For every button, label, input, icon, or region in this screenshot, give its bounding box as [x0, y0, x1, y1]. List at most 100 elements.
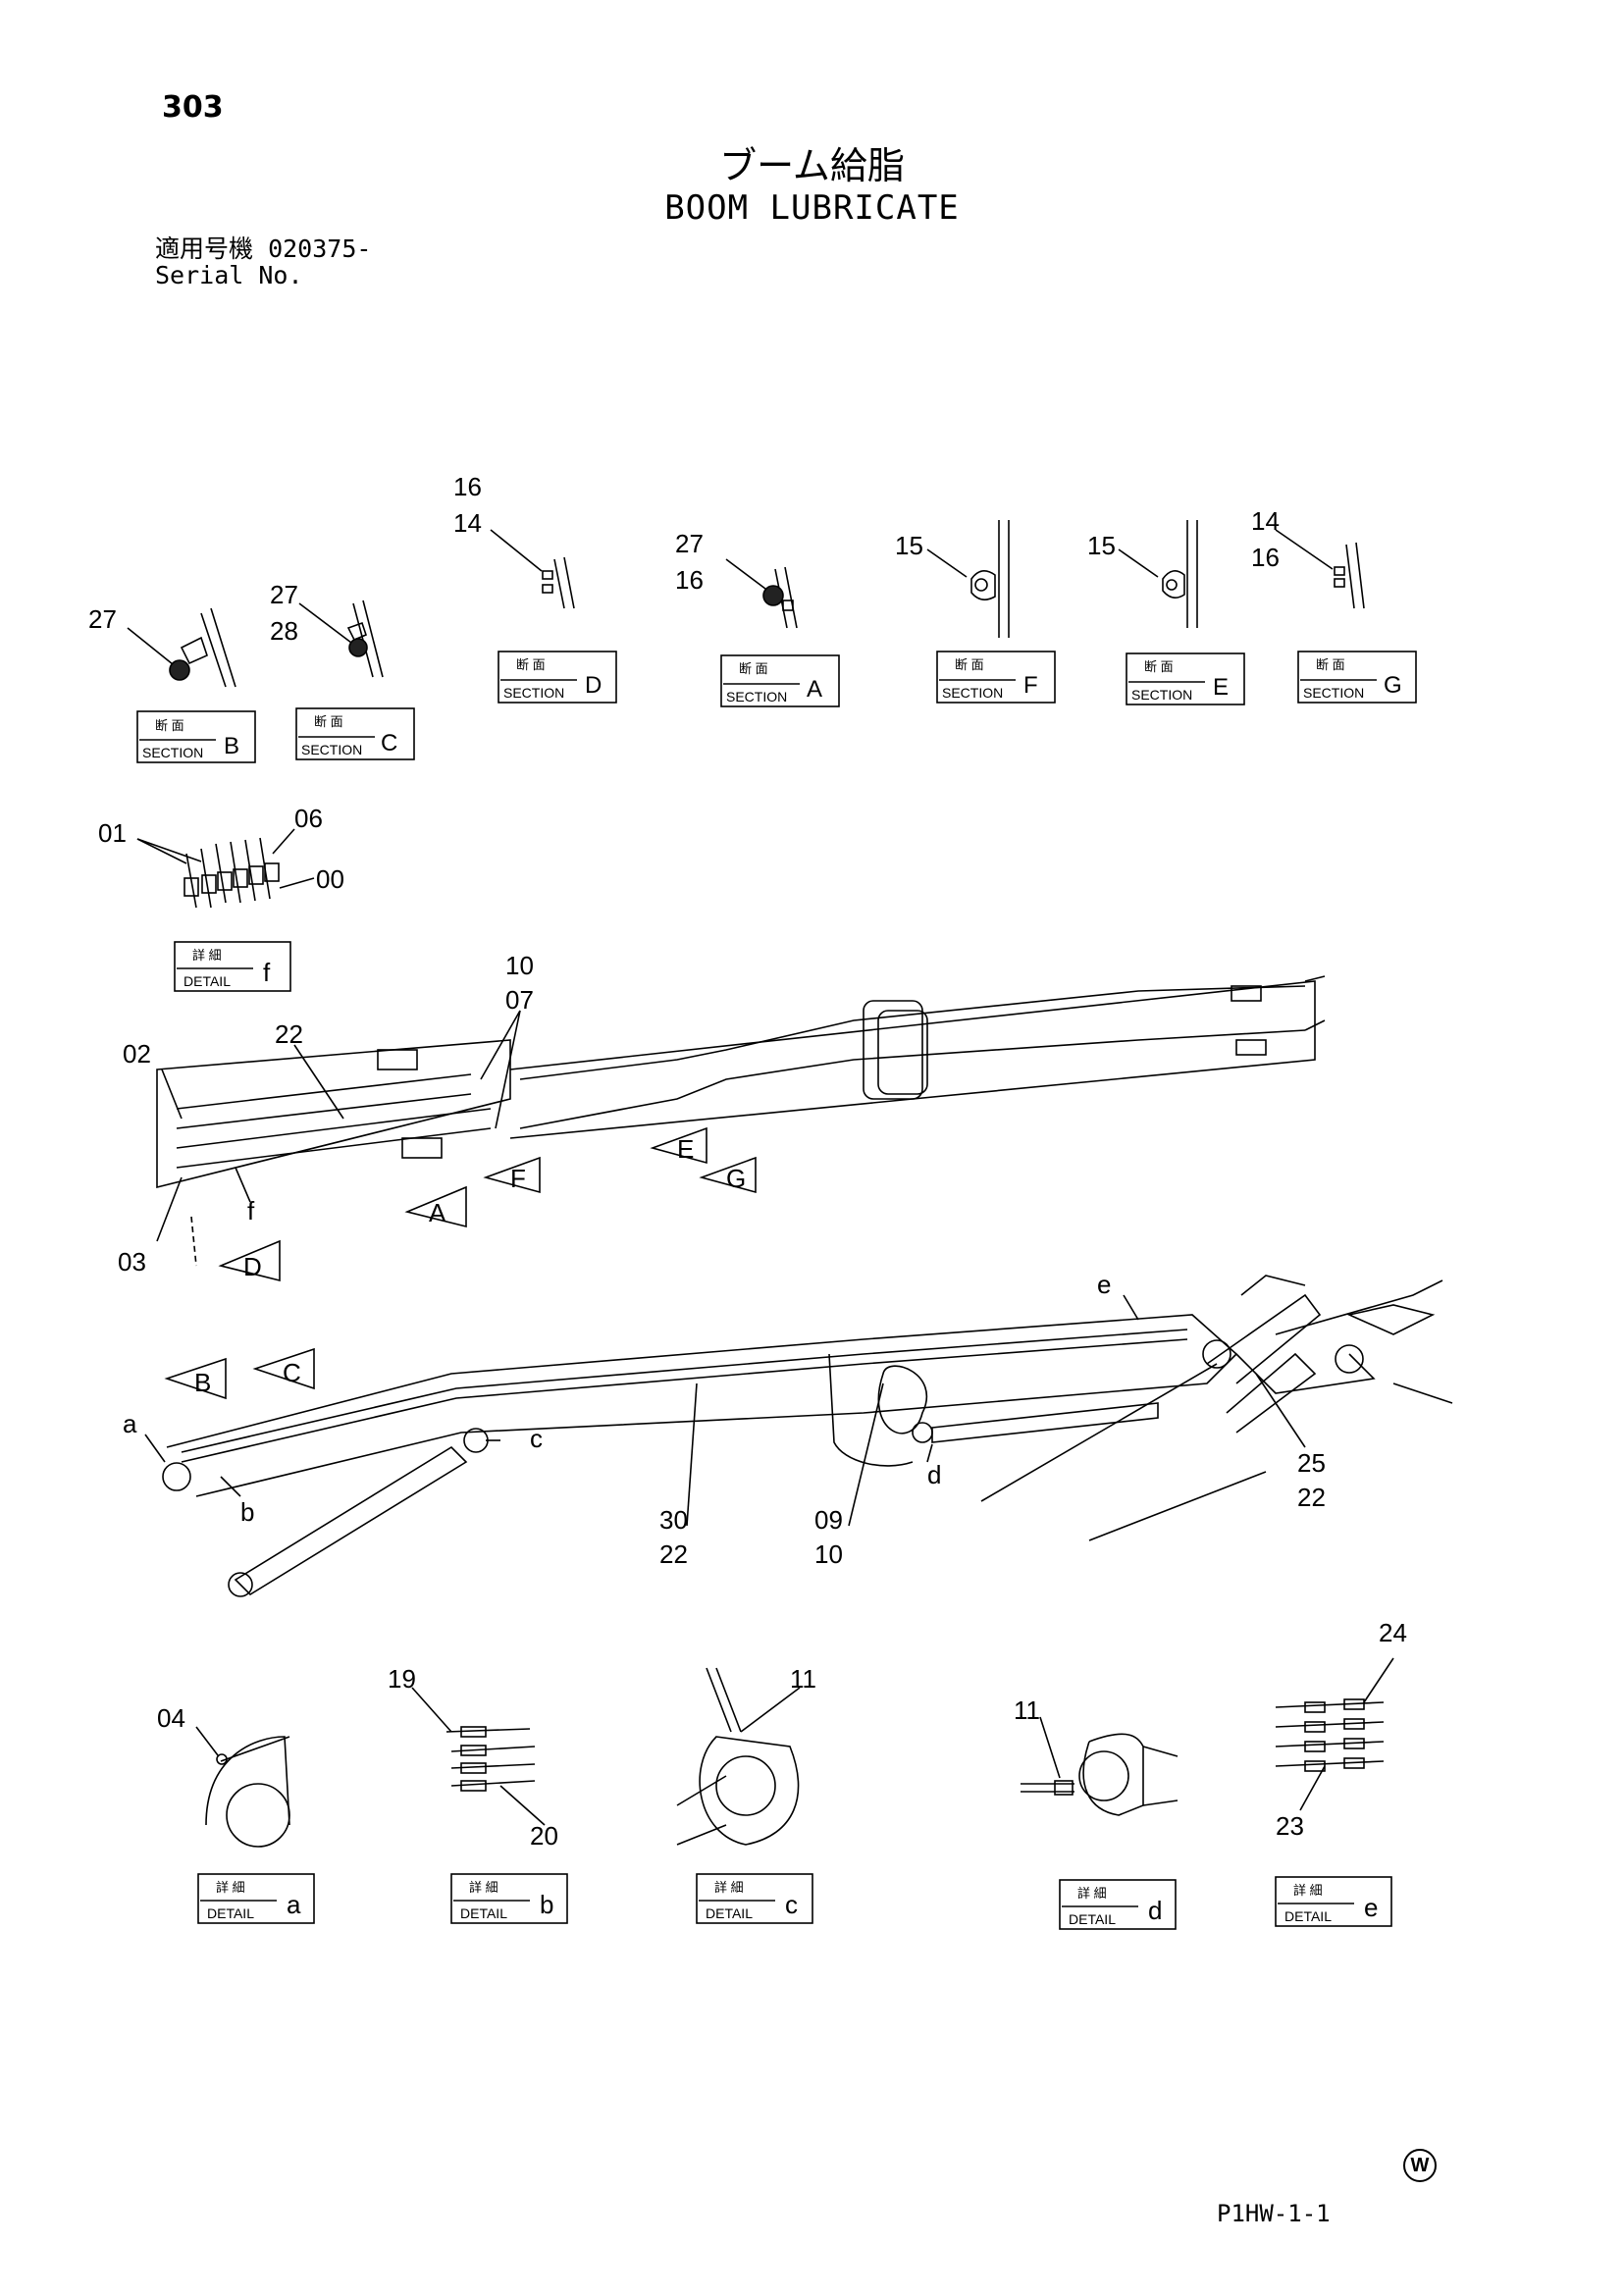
boom-side-view: e a c b d 30 22 09 10 25 22 — [123, 1270, 1453, 1597]
svg-text:B: B — [224, 733, 239, 759]
svg-text:11: 11 — [790, 1664, 816, 1694]
svg-text:DETAIL: DETAIL — [460, 1905, 507, 1921]
svg-text:SECTION: SECTION — [503, 685, 564, 701]
svg-text:SECTION: SECTION — [301, 742, 362, 757]
svg-text:01: 01 — [98, 818, 127, 848]
svg-text:DETAIL: DETAIL — [1069, 1911, 1116, 1927]
svg-text:00: 00 — [316, 864, 344, 894]
svg-text:14: 14 — [1251, 506, 1280, 536]
svg-text:A: A — [429, 1198, 446, 1227]
callout: 27 — [88, 604, 117, 634]
view-arrow-f: F — [483, 1156, 541, 1194]
boom-top-view: 10 07 02 22 03 f — [118, 951, 1326, 1277]
page-title-english: BOOM LUBRICATE — [664, 188, 960, 228]
svg-text:28: 28 — [270, 616, 298, 646]
section-e-view: 15 — [1087, 520, 1198, 628]
svg-text:F: F — [1023, 672, 1038, 699]
svg-text:07: 07 — [505, 985, 534, 1015]
section-d-view: 16 14 — [453, 472, 575, 609]
svg-text:DETAIL: DETAIL — [706, 1905, 753, 1921]
svg-text:DETAIL: DETAIL — [1284, 1908, 1332, 1924]
view-arrow-g: G — [699, 1156, 757, 1194]
svg-text:03: 03 — [118, 1247, 146, 1277]
svg-text:断 面: 断 面 — [1316, 657, 1345, 672]
section-g-view: 14 16 — [1251, 506, 1365, 609]
svg-text:30: 30 — [659, 1505, 688, 1535]
serial-value: 020375- — [268, 235, 372, 263]
page-number: 303 — [162, 90, 224, 125]
section-c-view: 27 28 — [270, 580, 384, 678]
section-d-label: 断 面 SECTION D — [498, 651, 617, 704]
svg-text:20: 20 — [530, 1821, 558, 1851]
nozzle-group — [183, 837, 280, 909]
svg-text:DETAIL: DETAIL — [207, 1905, 254, 1921]
detail-f-label: 詳 細 DETAIL f — [174, 941, 291, 992]
view-arrow-a: A — [404, 1185, 467, 1228]
svg-text:c: c — [530, 1424, 543, 1453]
detail-e-view: 24 23 — [1275, 1618, 1407, 1841]
svg-text:02: 02 — [123, 1039, 151, 1069]
svg-text:DETAIL: DETAIL — [183, 973, 231, 989]
svg-text:G: G — [1384, 672, 1402, 699]
svg-text:27: 27 — [675, 529, 704, 558]
svg-text:E: E — [677, 1134, 694, 1164]
detail-f-view: 01 06 00 — [98, 804, 344, 909]
svg-text:23: 23 — [1276, 1811, 1304, 1841]
svg-text:16: 16 — [1251, 543, 1280, 572]
svg-text:詳 細: 詳 細 — [714, 1880, 744, 1895]
view-arrow-c: C — [252, 1347, 315, 1390]
svg-text:B: B — [194, 1368, 211, 1397]
svg-text:f: f — [263, 958, 271, 987]
svg-text:詳 細: 詳 細 — [1077, 1886, 1107, 1901]
svg-text:16: 16 — [453, 472, 482, 501]
view-arrow-e: E — [650, 1126, 707, 1165]
svg-text:断 面: 断 面 — [155, 718, 184, 733]
section-a-label: 断 面 SECTION A — [720, 654, 840, 707]
svg-text:詳 細: 詳 細 — [192, 948, 222, 963]
svg-text:19: 19 — [388, 1664, 416, 1694]
w-mark-icon: W — [1403, 2149, 1437, 2182]
svg-text:c: c — [785, 1890, 798, 1919]
svg-text:断 面: 断 面 — [516, 657, 546, 672]
svg-text:a: a — [287, 1890, 301, 1919]
page-title-japanese: ブーム給脂 — [719, 144, 905, 187]
svg-text:24: 24 — [1379, 1618, 1407, 1647]
detail-b-view: 19 20 — [388, 1664, 558, 1851]
svg-text:b: b — [240, 1497, 254, 1527]
svg-text:断 面: 断 面 — [955, 657, 984, 672]
serial-label-jp: 適用号機 — [155, 235, 254, 263]
svg-text:06: 06 — [294, 804, 323, 833]
svg-text:25: 25 — [1297, 1448, 1326, 1478]
section-f-view: 15 — [895, 520, 1010, 638]
detail-c-view: 11 — [676, 1664, 816, 1846]
svg-text:22: 22 — [1297, 1483, 1326, 1512]
svg-text:C: C — [283, 1358, 301, 1387]
svg-text:SECTION: SECTION — [1131, 687, 1192, 703]
svg-text:詳 細: 詳 細 — [216, 1880, 245, 1895]
svg-text:11: 11 — [1014, 1695, 1040, 1725]
svg-text:e: e — [1097, 1270, 1111, 1299]
svg-text:15: 15 — [1087, 531, 1116, 560]
svg-text:d: d — [1148, 1896, 1162, 1925]
svg-text:D: D — [585, 672, 602, 699]
section-a-view: 27 16 — [675, 529, 798, 629]
section-e-label: 断 面 SECTION E — [1126, 652, 1245, 705]
svg-text:断 面: 断 面 — [739, 661, 768, 676]
svg-text:SECTION: SECTION — [942, 685, 1003, 701]
view-arrow-d: D — [218, 1239, 281, 1282]
detail-b-label: 詳 細 DETAIL b — [450, 1873, 568, 1924]
svg-text:09: 09 — [814, 1505, 843, 1535]
footer-code: P1HW-1-1 — [1217, 2200, 1331, 2227]
svg-text:22: 22 — [275, 1019, 303, 1049]
serial-info: 適用号機 020375- Serial No. — [155, 235, 371, 288]
detail-d-label: 詳 細 DETAIL d — [1059, 1879, 1177, 1930]
svg-text:22: 22 — [659, 1539, 688, 1569]
svg-text:C: C — [381, 730, 397, 756]
svg-text:14: 14 — [453, 508, 482, 538]
svg-text:D: D — [243, 1252, 262, 1281]
section-b-label: 断 面 SECTION B — [136, 710, 256, 763]
svg-text:詳 細: 詳 細 — [469, 1880, 498, 1895]
section-g-label: 断 面 SECTION G — [1297, 651, 1417, 704]
svg-text:e: e — [1364, 1893, 1378, 1922]
